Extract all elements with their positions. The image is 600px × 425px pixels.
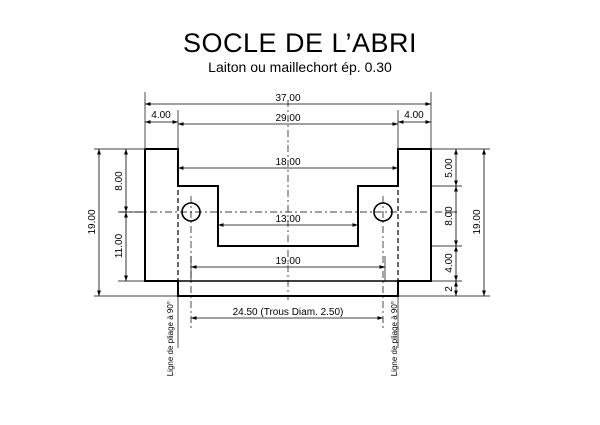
dim-overall-width-label: 37.00 xyxy=(275,93,300,104)
dim-right-a-label: 5.00 xyxy=(444,158,455,178)
dim-hole-spacing-label: 24.50 (Trous Diam. 2.50) xyxy=(233,307,344,318)
dim-right-b-label: 8.00 xyxy=(444,206,455,226)
fold-label-right: Ligne de pliage à 90° xyxy=(390,301,399,376)
drawing-title: SOCLE DE L’ABRI xyxy=(182,28,418,58)
dim-side-left-label: 4.00 xyxy=(151,110,171,121)
dim-left-upper-label: 8.00 xyxy=(114,171,125,191)
fold-label-left: Ligne de pliage à 90° xyxy=(166,301,175,376)
dim-left-lower-label: 11.00 xyxy=(114,233,125,258)
dim-right-c-label: 4.00 xyxy=(444,253,455,273)
dim-inner-width-label: 29.00 xyxy=(275,113,300,124)
dim-upper-slot-label: 18.00 xyxy=(275,157,300,168)
dim-left-total-label: 19.00 xyxy=(87,209,98,234)
dim-fold-span-label: 19.00 xyxy=(275,256,300,267)
drawing-subtitle: Laiton ou maillechort ép. 0.30 xyxy=(208,59,392,75)
dim-right-total-label: 19.00 xyxy=(472,209,483,234)
dim-side-right-label: 4.00 xyxy=(404,110,424,121)
dim-lower-slot-label: 13.00 xyxy=(275,214,300,225)
dim-right-d-label: 2 xyxy=(444,286,455,292)
